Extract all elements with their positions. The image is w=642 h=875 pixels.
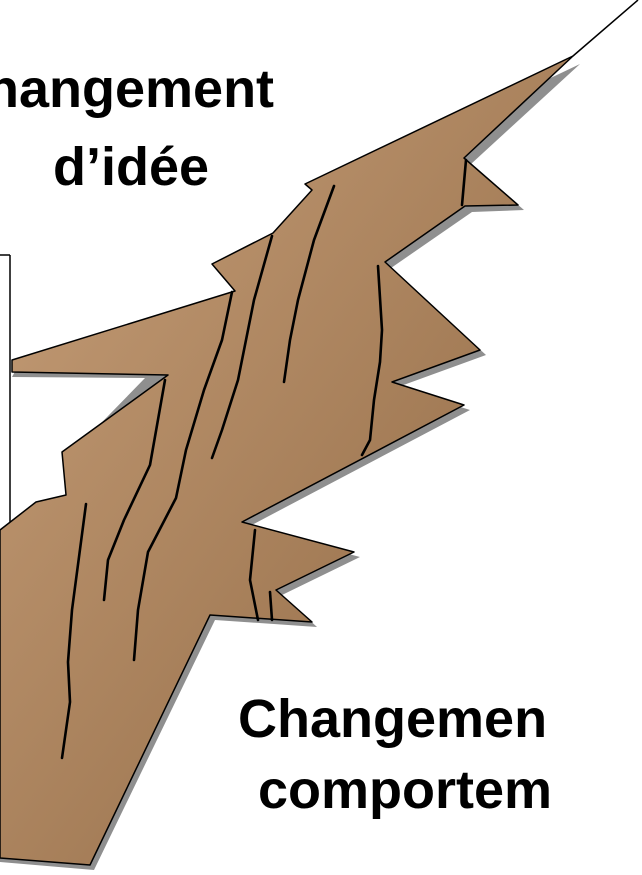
top-heading-line-2: d’idée: [53, 140, 209, 194]
crack-tip-line: [573, 0, 638, 56]
top-heading-line-1: hangement: [0, 62, 274, 116]
bottom-heading-line-1: Changemen: [238, 692, 547, 746]
bottom-heading-line-2: comportem: [258, 763, 552, 817]
